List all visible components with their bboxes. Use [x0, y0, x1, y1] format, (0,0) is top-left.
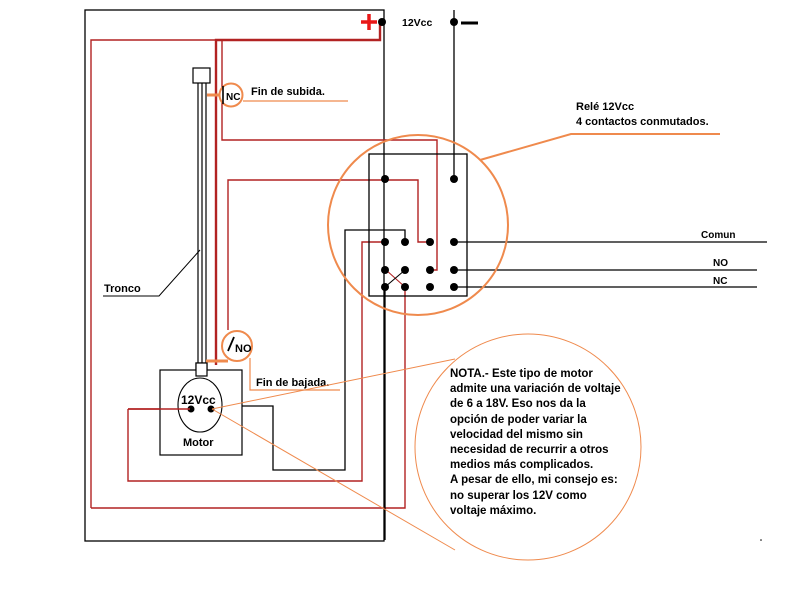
- positive-feed-wire: [214, 22, 382, 365]
- stray-dot: [760, 539, 762, 541]
- power-voltage-label: 12Vcc: [402, 17, 433, 29]
- motor-box: [159, 369, 243, 456]
- relay-title: Relé 12Vcc: [576, 101, 634, 113]
- relay-contact: [401, 266, 409, 274]
- plus-icon: [361, 14, 377, 30]
- relay-contact: [381, 238, 389, 246]
- motor-voltage-label: 12Vcc: [181, 393, 216, 407]
- relay-subtitle: 4 contactos conmutados.: [576, 116, 709, 128]
- comun-label: Comun: [701, 230, 735, 241]
- tronco-leader: [103, 249, 201, 297]
- relay-contacts: [381, 175, 458, 291]
- top-switch-contact: NC: [226, 92, 240, 103]
- relay-contact: [426, 238, 434, 246]
- relay-contact: [381, 266, 389, 274]
- bottom-limit-switch: NO Fin de bajada.: [206, 330, 340, 391]
- relay-box: [368, 153, 468, 297]
- trunk: Tronco: [103, 67, 211, 377]
- no-contact-icon: [227, 336, 235, 352]
- negative-terminal: [450, 18, 458, 26]
- top-switch-label: Fin de subida.: [251, 86, 325, 98]
- relay-contact: [450, 238, 458, 246]
- tronco-label: Tronco: [104, 283, 141, 295]
- trunk-top-cap: [192, 67, 211, 84]
- relay-contact: [401, 238, 409, 246]
- bottom-switch-label: Fin de bajada.: [256, 377, 329, 389]
- relay-coil-terminal: [450, 175, 458, 183]
- relay-coil-terminal: [381, 175, 389, 183]
- note-text: NOTA.- Este tipo de motor admite una var…: [450, 368, 621, 517]
- relay-contact: [450, 266, 458, 274]
- no-output-label: NO: [713, 258, 728, 269]
- motor: 12Vcc Motor: [128, 362, 243, 456]
- positive-terminal: [378, 18, 386, 26]
- relay-contact: [401, 283, 409, 291]
- top-limit-switch: NC Fin de subida.: [207, 82, 348, 108]
- relay-contact: [381, 283, 389, 291]
- relay-contact: [426, 266, 434, 274]
- relay-contact: [450, 283, 458, 291]
- motor-terminal: [187, 405, 195, 413]
- bottom-switch-contact: NO: [235, 343, 252, 355]
- note-callout: [211, 333, 642, 561]
- motor-label: Motor: [183, 437, 214, 449]
- relay-contact: [426, 283, 434, 291]
- motor-terminal: [207, 405, 215, 413]
- enclosure-frame: [84, 9, 385, 542]
- nc-output-label: NC: [713, 276, 727, 287]
- power-terminals: 12Vcc: [361, 14, 478, 30]
- red-wires: [90, 22, 438, 509]
- motor-housing: [177, 377, 223, 433]
- relay-callout: Relé 12Vcc 4 contactos conmutados.: [327, 101, 720, 316]
